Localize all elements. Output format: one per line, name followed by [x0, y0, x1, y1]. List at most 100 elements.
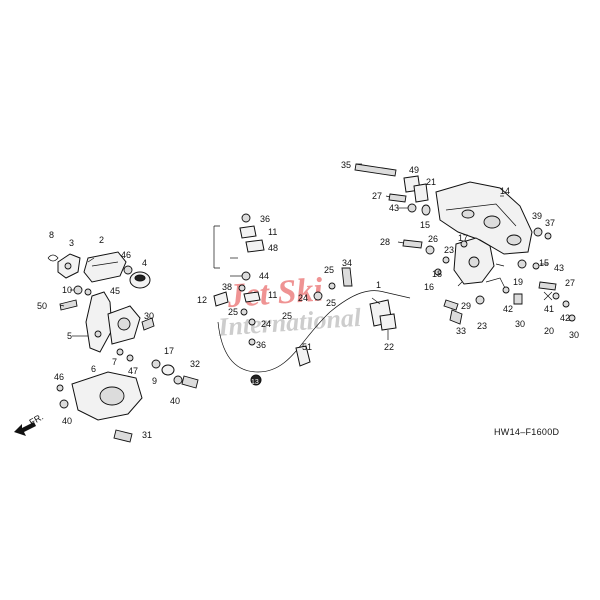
callout-32: 32: [190, 359, 200, 369]
part-23-upper: [442, 256, 450, 264]
callout-25-a: 25: [228, 307, 238, 317]
part-cable-13: [217, 290, 385, 373]
callout-24: 24: [298, 293, 308, 303]
callout-19: 19: [513, 277, 523, 287]
part-25-b: [328, 282, 336, 290]
part-21: [413, 183, 429, 203]
bracket-6-bore: [99, 386, 125, 406]
callout-49: 49: [409, 165, 419, 175]
part-plate-48: [245, 239, 265, 253]
callout-17-left: 17: [164, 346, 174, 356]
part-nut-45: [84, 288, 92, 296]
callout-18: 18: [432, 269, 442, 279]
callout-23-b: 23: [477, 321, 487, 331]
part-38: [238, 284, 246, 292]
callout-13: 13: [251, 379, 259, 386]
callout-15-right: 15: [539, 258, 549, 268]
callout-40-mid: 40: [170, 396, 180, 406]
part-bolt-35: [354, 163, 397, 177]
front-direction-indicator: FR.: [14, 412, 45, 436]
part-7: [116, 348, 124, 356]
part-24-mid: [248, 318, 256, 326]
arrow-icon: [14, 422, 36, 436]
part-15-upper: [421, 204, 431, 216]
callout-33: 33: [456, 326, 466, 336]
callout-47: 47: [128, 366, 138, 376]
callout-43-right: 43: [554, 263, 564, 273]
callout-25-b: 25: [282, 311, 292, 321]
callout-17: 17: [458, 233, 468, 243]
part-clamp-11-lower: [243, 291, 261, 303]
callout-29: 29: [461, 301, 471, 311]
callout-39: 39: [532, 211, 542, 221]
part-43-right: [532, 262, 540, 270]
watermark-line1: Jet Ski: [225, 271, 324, 315]
callout-6: 6: [91, 364, 96, 374]
callout-34: 34: [342, 258, 352, 268]
part-42-upper: [502, 286, 510, 294]
callout-40-lower: 40: [62, 416, 72, 426]
part-30-far: [568, 314, 576, 322]
callout-21: 21: [426, 177, 436, 187]
callout-30-left: 30: [144, 311, 154, 321]
housing-port-b: [506, 234, 522, 246]
part-29: [443, 299, 459, 311]
part-43-upper: [407, 203, 417, 213]
callout-11-top: 11: [268, 227, 277, 237]
part-51: [295, 345, 311, 367]
part-17: [460, 240, 468, 248]
part-19: [485, 277, 507, 291]
part-bolt-27-right: [538, 281, 557, 291]
part-nut-36: [241, 213, 251, 223]
housing-edge: [445, 203, 517, 227]
callout-23-a: 23: [444, 245, 454, 255]
callout-26: 26: [428, 234, 438, 244]
part-23-lower: [475, 295, 485, 305]
part-collar-9: [151, 359, 161, 369]
direction-label: FR.: [28, 412, 46, 428]
part-bolt-28: [402, 239, 423, 249]
housing-port-a: [483, 215, 501, 229]
part-cover-2: [83, 251, 127, 283]
watermark: Jet Ski International: [216, 271, 362, 341]
callout-27-right: 27: [565, 278, 575, 288]
callout-10: 10: [62, 285, 72, 295]
part-bolt-50: [59, 299, 78, 311]
group-bracket-ticks: [214, 225, 220, 269]
callout-31: 31: [142, 430, 152, 440]
right-assembly: [354, 163, 576, 325]
callout-16: 16: [424, 282, 434, 292]
callout-25-c: 25: [324, 265, 334, 275]
part-18: [434, 268, 442, 276]
clip-hole: [64, 262, 72, 270]
part-42-lower: [562, 300, 570, 308]
leader-lines: [59, 163, 548, 340]
knob-top: [134, 274, 146, 282]
part-34: [341, 267, 353, 287]
callout-8: 8: [49, 230, 54, 240]
part-36-mid: [248, 338, 256, 346]
cable-13-marker: [250, 374, 262, 386]
callout-30-right: 30: [515, 319, 525, 329]
callout-22: 22: [384, 342, 394, 352]
part-33: [449, 309, 463, 325]
callout-51: 51: [302, 342, 312, 352]
middle-assembly: [213, 213, 411, 386]
callout-44: 44: [259, 271, 269, 281]
part-46-lower: [56, 384, 64, 392]
callout-46-top: 46: [121, 250, 131, 260]
callout-3: 3: [69, 238, 74, 248]
part-housing-14: [435, 181, 533, 255]
part-spring-8: [47, 254, 59, 262]
part-41: [552, 292, 560, 300]
part-20: [543, 291, 553, 301]
callout-36-top: 36: [260, 214, 270, 224]
part-37: [544, 232, 552, 240]
callout-5: 5: [67, 331, 72, 341]
part-washer-40-mid: [173, 375, 183, 385]
part-bolt-30-left: [141, 317, 155, 331]
bracket-pivot: [117, 317, 131, 331]
lever-hole: [94, 330, 102, 338]
callout-42-b: 42: [560, 313, 570, 323]
part-30-right: [513, 293, 523, 305]
